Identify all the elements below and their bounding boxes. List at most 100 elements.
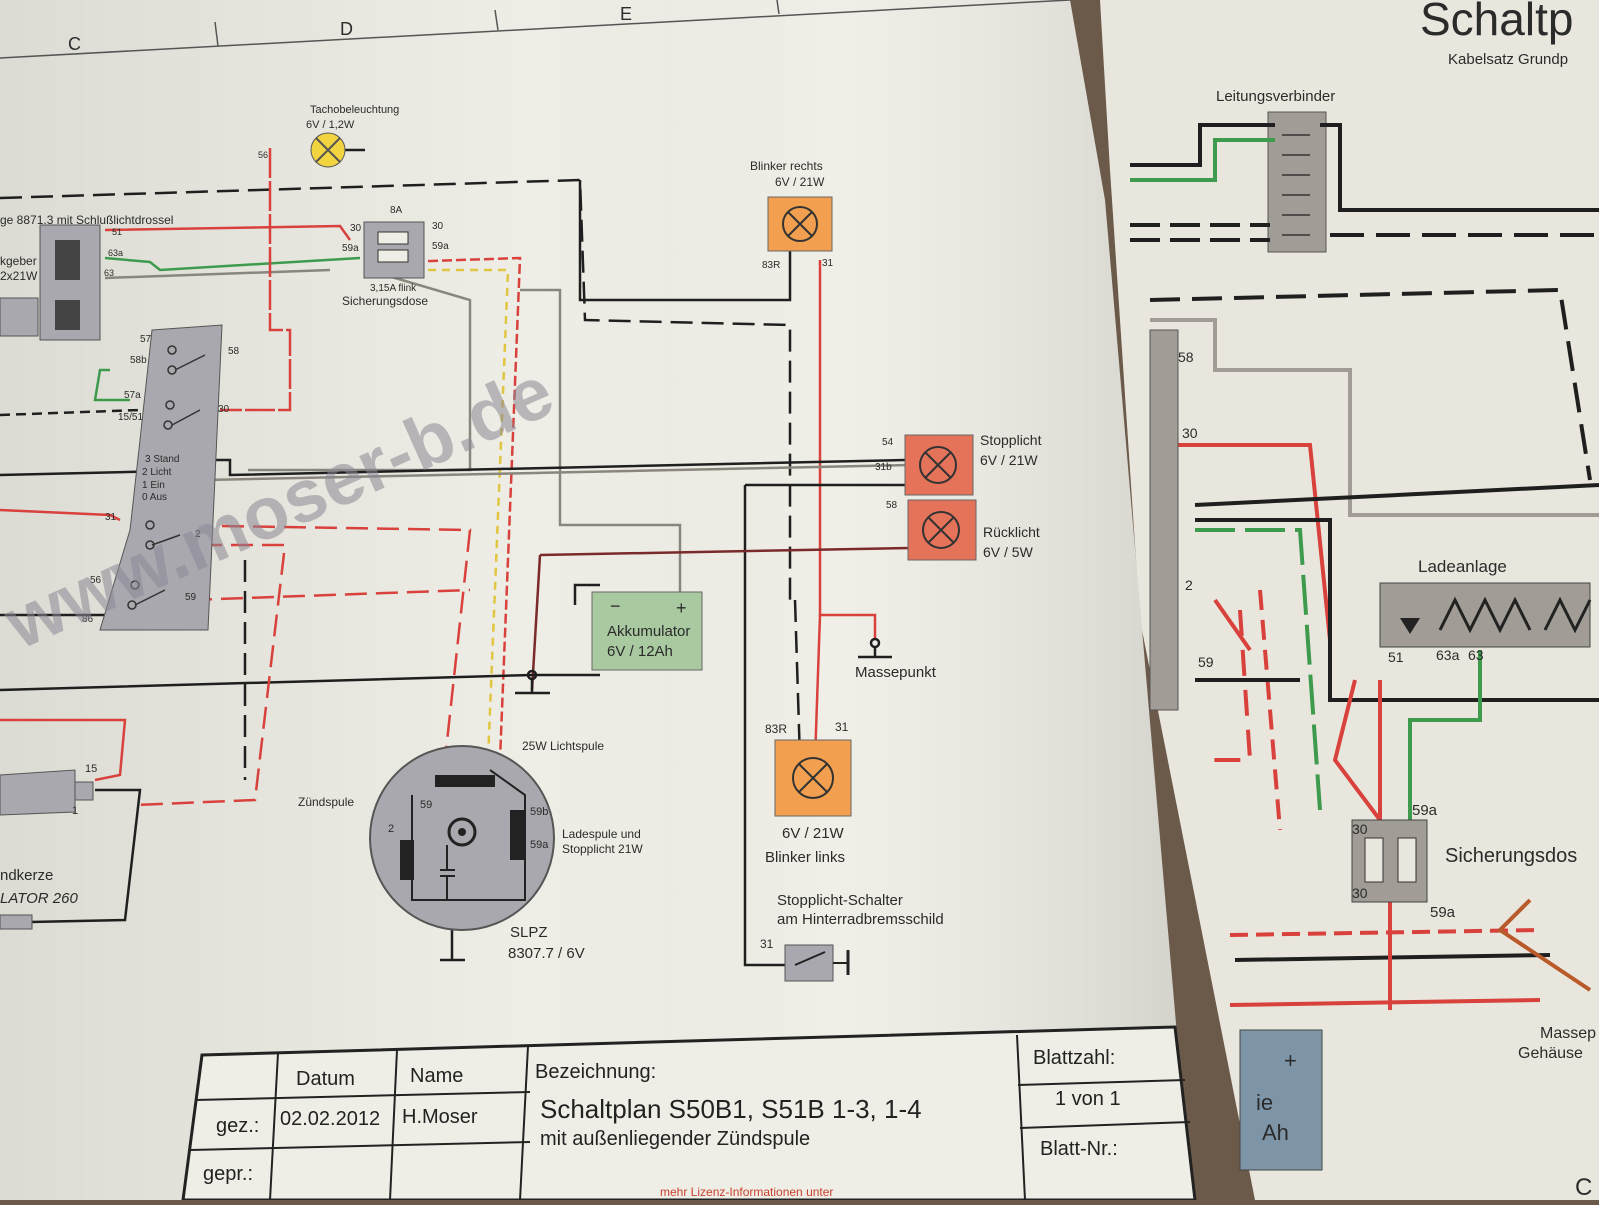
stop-term-31b: 31b xyxy=(875,462,892,473)
generator: 59 2 59b 59a 25W Lichtspule Ladespule un… xyxy=(369,739,643,962)
connector-term-51: 51 xyxy=(112,227,122,237)
switch-pos-2: 2 Licht xyxy=(142,467,172,478)
second-copyright-partial: C xyxy=(1575,1174,1592,1200)
tb-drawn-label: gez.: xyxy=(216,1115,259,1137)
blinker-right-title: Blinker rechts xyxy=(750,159,823,173)
connector-term-63: 63 xyxy=(104,268,114,278)
ignition-coil: Zündspule 15 1 xyxy=(0,763,354,930)
charging-block xyxy=(1379,582,1591,648)
fuse-term-59a: 59a xyxy=(342,243,359,254)
connector-label: Leitungsverbinder xyxy=(1216,88,1335,105)
grid-column-d: D xyxy=(340,19,353,39)
gen-model: 8307.7 / 6V xyxy=(508,945,585,962)
switch-term-2: 2 xyxy=(195,529,201,540)
second-fuse-30-bot: 30 xyxy=(1352,885,1368,901)
switch-pos-3: 3 Stand xyxy=(145,454,179,465)
second-fuse-59a-bot: 59a xyxy=(1430,904,1456,921)
grid-column-e: E xyxy=(620,4,632,24)
gen-charge-coil-1: Ladespule und xyxy=(562,827,641,841)
tacho-lamp: Tachobeleuchtung 6V / 1,2W 56 xyxy=(258,104,399,168)
blinker-left-83r: 83R xyxy=(765,722,787,736)
stop-switch-title-2: am Hinterradbremsschild xyxy=(777,911,944,928)
blinker-right-rating: 6V / 21W xyxy=(775,175,825,189)
left-connector-block: 51 63a 63 xyxy=(0,224,123,341)
battery-plus: + xyxy=(676,598,687,618)
second-battery xyxy=(1239,1029,1323,1171)
battery-minus: − xyxy=(610,596,621,616)
tb-title: Schaltplan S50B1, S51B 1-3, 1-4 xyxy=(540,1094,922,1124)
battery-title: Akkumulator xyxy=(607,623,690,640)
tb-author: H.Moser xyxy=(402,1106,478,1128)
blinker-right-83r: 83R xyxy=(762,260,780,271)
tb-date: 02.02.2012 xyxy=(280,1108,380,1130)
switch-term-56: 56 xyxy=(90,575,102,586)
tb-name-header: Name xyxy=(410,1065,463,1087)
switch-term-57a: 57a xyxy=(124,390,141,401)
tacho-lamp-rating: 6V / 1,2W xyxy=(306,119,355,131)
second-battery-plus: + xyxy=(1284,1048,1297,1073)
battery: − + Akkumulator 6V / 12Ah xyxy=(591,591,703,671)
switch-term-57: 57 xyxy=(140,334,152,345)
ground-point-label: Massepunkt xyxy=(855,664,937,681)
switch-term-86: 86 xyxy=(82,614,94,625)
gen-light-coil: 25W Lichtspule xyxy=(522,739,604,753)
second-ground-label-2: Gehäuse xyxy=(1518,1045,1583,1062)
fuse-box: 8A 30 30 59a 59a 3,15A flink Sicherungsd… xyxy=(342,205,449,308)
partial-label-kgeber: kgeber xyxy=(0,254,37,268)
gen-term-2: 2 xyxy=(388,823,394,835)
tb-license-note: mehr Lizenz-Informationen unter xyxy=(660,1185,833,1199)
ignition-coil-15: 15 xyxy=(85,763,97,775)
second-switch-block xyxy=(1149,329,1179,711)
second-fuse-30-top: 30 xyxy=(1352,821,1368,837)
partial-label-diode: ge 8871.3 mit Schlußlichtdrossel xyxy=(0,213,173,227)
switch-term-30: 30 xyxy=(218,404,230,415)
switch-term-31: 31 xyxy=(105,512,117,523)
fuse-term-30a: 30 xyxy=(350,223,362,234)
tb-checked-label: gepr.: xyxy=(203,1163,253,1185)
second-term-2: 2 xyxy=(1185,577,1193,593)
switch-term-59: 59 xyxy=(185,592,197,603)
charge-term-63a: 63a xyxy=(1436,647,1460,663)
second-battery-text-2: Ah xyxy=(1262,1120,1289,1145)
fuse-top-rating: 8A xyxy=(390,205,403,216)
blinker-left-rating: 6V / 21W xyxy=(782,825,845,842)
stop-rear-lights: 54 31b 58 Stopplicht 6V / 21W Rücklicht … xyxy=(875,432,1042,561)
rear-light-title: Rücklicht xyxy=(983,524,1040,540)
light-switch: 57 58b 58 57a 15/51 30 31 2 56 86 59 3 S… xyxy=(82,324,240,631)
second-fuse-59a-top: 59a xyxy=(1412,802,1438,819)
tb-datum-header: Datum xyxy=(296,1068,355,1090)
second-sheet-title: Schaltp xyxy=(1420,0,1573,45)
switch-term-58b: 58b xyxy=(130,355,147,366)
ground-symbols xyxy=(440,637,892,962)
tacho-lamp-terminal: 56 xyxy=(258,150,268,160)
switch-pos-0: 0 Aus xyxy=(142,492,167,503)
gen-term-59: 59 xyxy=(420,799,432,811)
tb-sheet-no-label: Blatt-Nr.: xyxy=(1040,1138,1118,1160)
tb-sheets-label: Blattzahl: xyxy=(1033,1047,1115,1069)
wiring xyxy=(0,148,911,967)
charging-label: Ladeanlage xyxy=(1418,557,1507,576)
gen-name: SLPZ xyxy=(510,924,548,941)
second-sheet-subtitle: Kabelsatz Grundp xyxy=(1448,51,1568,68)
tb-designation-label: Bezeichnung: xyxy=(535,1061,656,1083)
stop-light-switch: Stopplicht-Schalter am Hinterradbremssch… xyxy=(760,892,944,982)
second-term-30: 30 xyxy=(1182,425,1198,441)
second-ground-label-1: Massep xyxy=(1540,1025,1596,1042)
second-battery-text-1: ie xyxy=(1256,1090,1273,1115)
gen-term-59a: 59a xyxy=(530,839,549,851)
battery-rating: 6V / 12Ah xyxy=(607,643,673,660)
tacho-lamp-title: Tachobeleuchtung xyxy=(310,104,399,116)
partial-label-2x21w: 2x21W xyxy=(0,269,38,283)
fuse-term-59b: 59a xyxy=(432,241,449,252)
second-term-59: 59 xyxy=(1198,654,1214,670)
stop-term-54: 54 xyxy=(882,437,894,448)
charge-term-63: 63 xyxy=(1468,647,1484,663)
second-fuse-label: Sicherungsdos xyxy=(1445,845,1577,867)
second-term-58: 58 xyxy=(1178,349,1194,365)
blinker-left-31: 31 xyxy=(835,720,849,734)
blinker-right: Blinker rechts 6V / 21W 83R 31 xyxy=(750,159,834,271)
rear-light-rating: 6V / 5W xyxy=(983,544,1034,560)
gen-term-59b: 59b xyxy=(530,806,548,818)
